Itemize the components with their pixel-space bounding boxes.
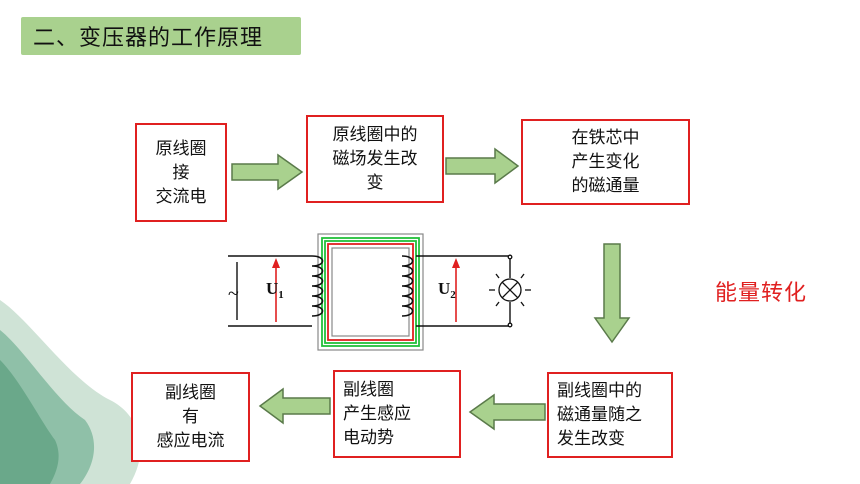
decorative-leaf (0, 300, 141, 484)
box-core-flux-text: 在铁芯中 产生变化 的磁通量 (571, 128, 640, 196)
box-secondary-flux-text: 副线圈中的 磁通量随之 发生改变 (557, 381, 642, 449)
primary-wires (228, 255, 312, 327)
slide-title: 二、变压器的工作原理 (21, 17, 301, 55)
arrow-1-right (231, 153, 304, 191)
primary-voltage-arrow (272, 258, 280, 322)
secondary-coil (401, 255, 414, 317)
box-secondary-emf: 副线圈 产生感应 电动势 (333, 370, 461, 458)
ac-source-symbol: ~ (228, 283, 239, 305)
u2-label: U2 (438, 279, 456, 301)
box-primary-ac-text: 原线圈 接 交流电 (155, 138, 207, 207)
secondary-voltage-arrow (452, 258, 460, 322)
box-core-flux: 在铁芯中 产生变化 的磁通量 (521, 119, 690, 205)
box-secondary-current-text: 副线圈 有 感应电流 (156, 383, 225, 451)
arrow-2-right (445, 147, 520, 185)
box-secondary-current: 副线圈 有 感应电流 (131, 372, 250, 462)
box-primary-field: 原线圈中的 磁场发生改 变 (306, 115, 444, 203)
lamp-icon (489, 254, 531, 328)
box-secondary-flux: 副线圈中的 磁通量随之 发生改变 (547, 372, 673, 458)
u1-label: U1 (266, 279, 284, 301)
box-primary-ac: 原线圈 接 交流电 (135, 123, 227, 222)
transformer-core (317, 233, 424, 351)
box-primary-field-text: 原线圈中的 磁场发生改 变 (332, 125, 418, 193)
arrow-4-left (468, 393, 546, 431)
box-secondary-emf-text: 副线圈 产生感应 电动势 (343, 380, 411, 448)
energy-conversion-label: 能量转化 (715, 281, 808, 306)
arrow-3-down (593, 243, 631, 344)
secondary-wires (416, 255, 511, 327)
primary-coil (311, 255, 324, 317)
arrow-5-left (258, 387, 331, 425)
